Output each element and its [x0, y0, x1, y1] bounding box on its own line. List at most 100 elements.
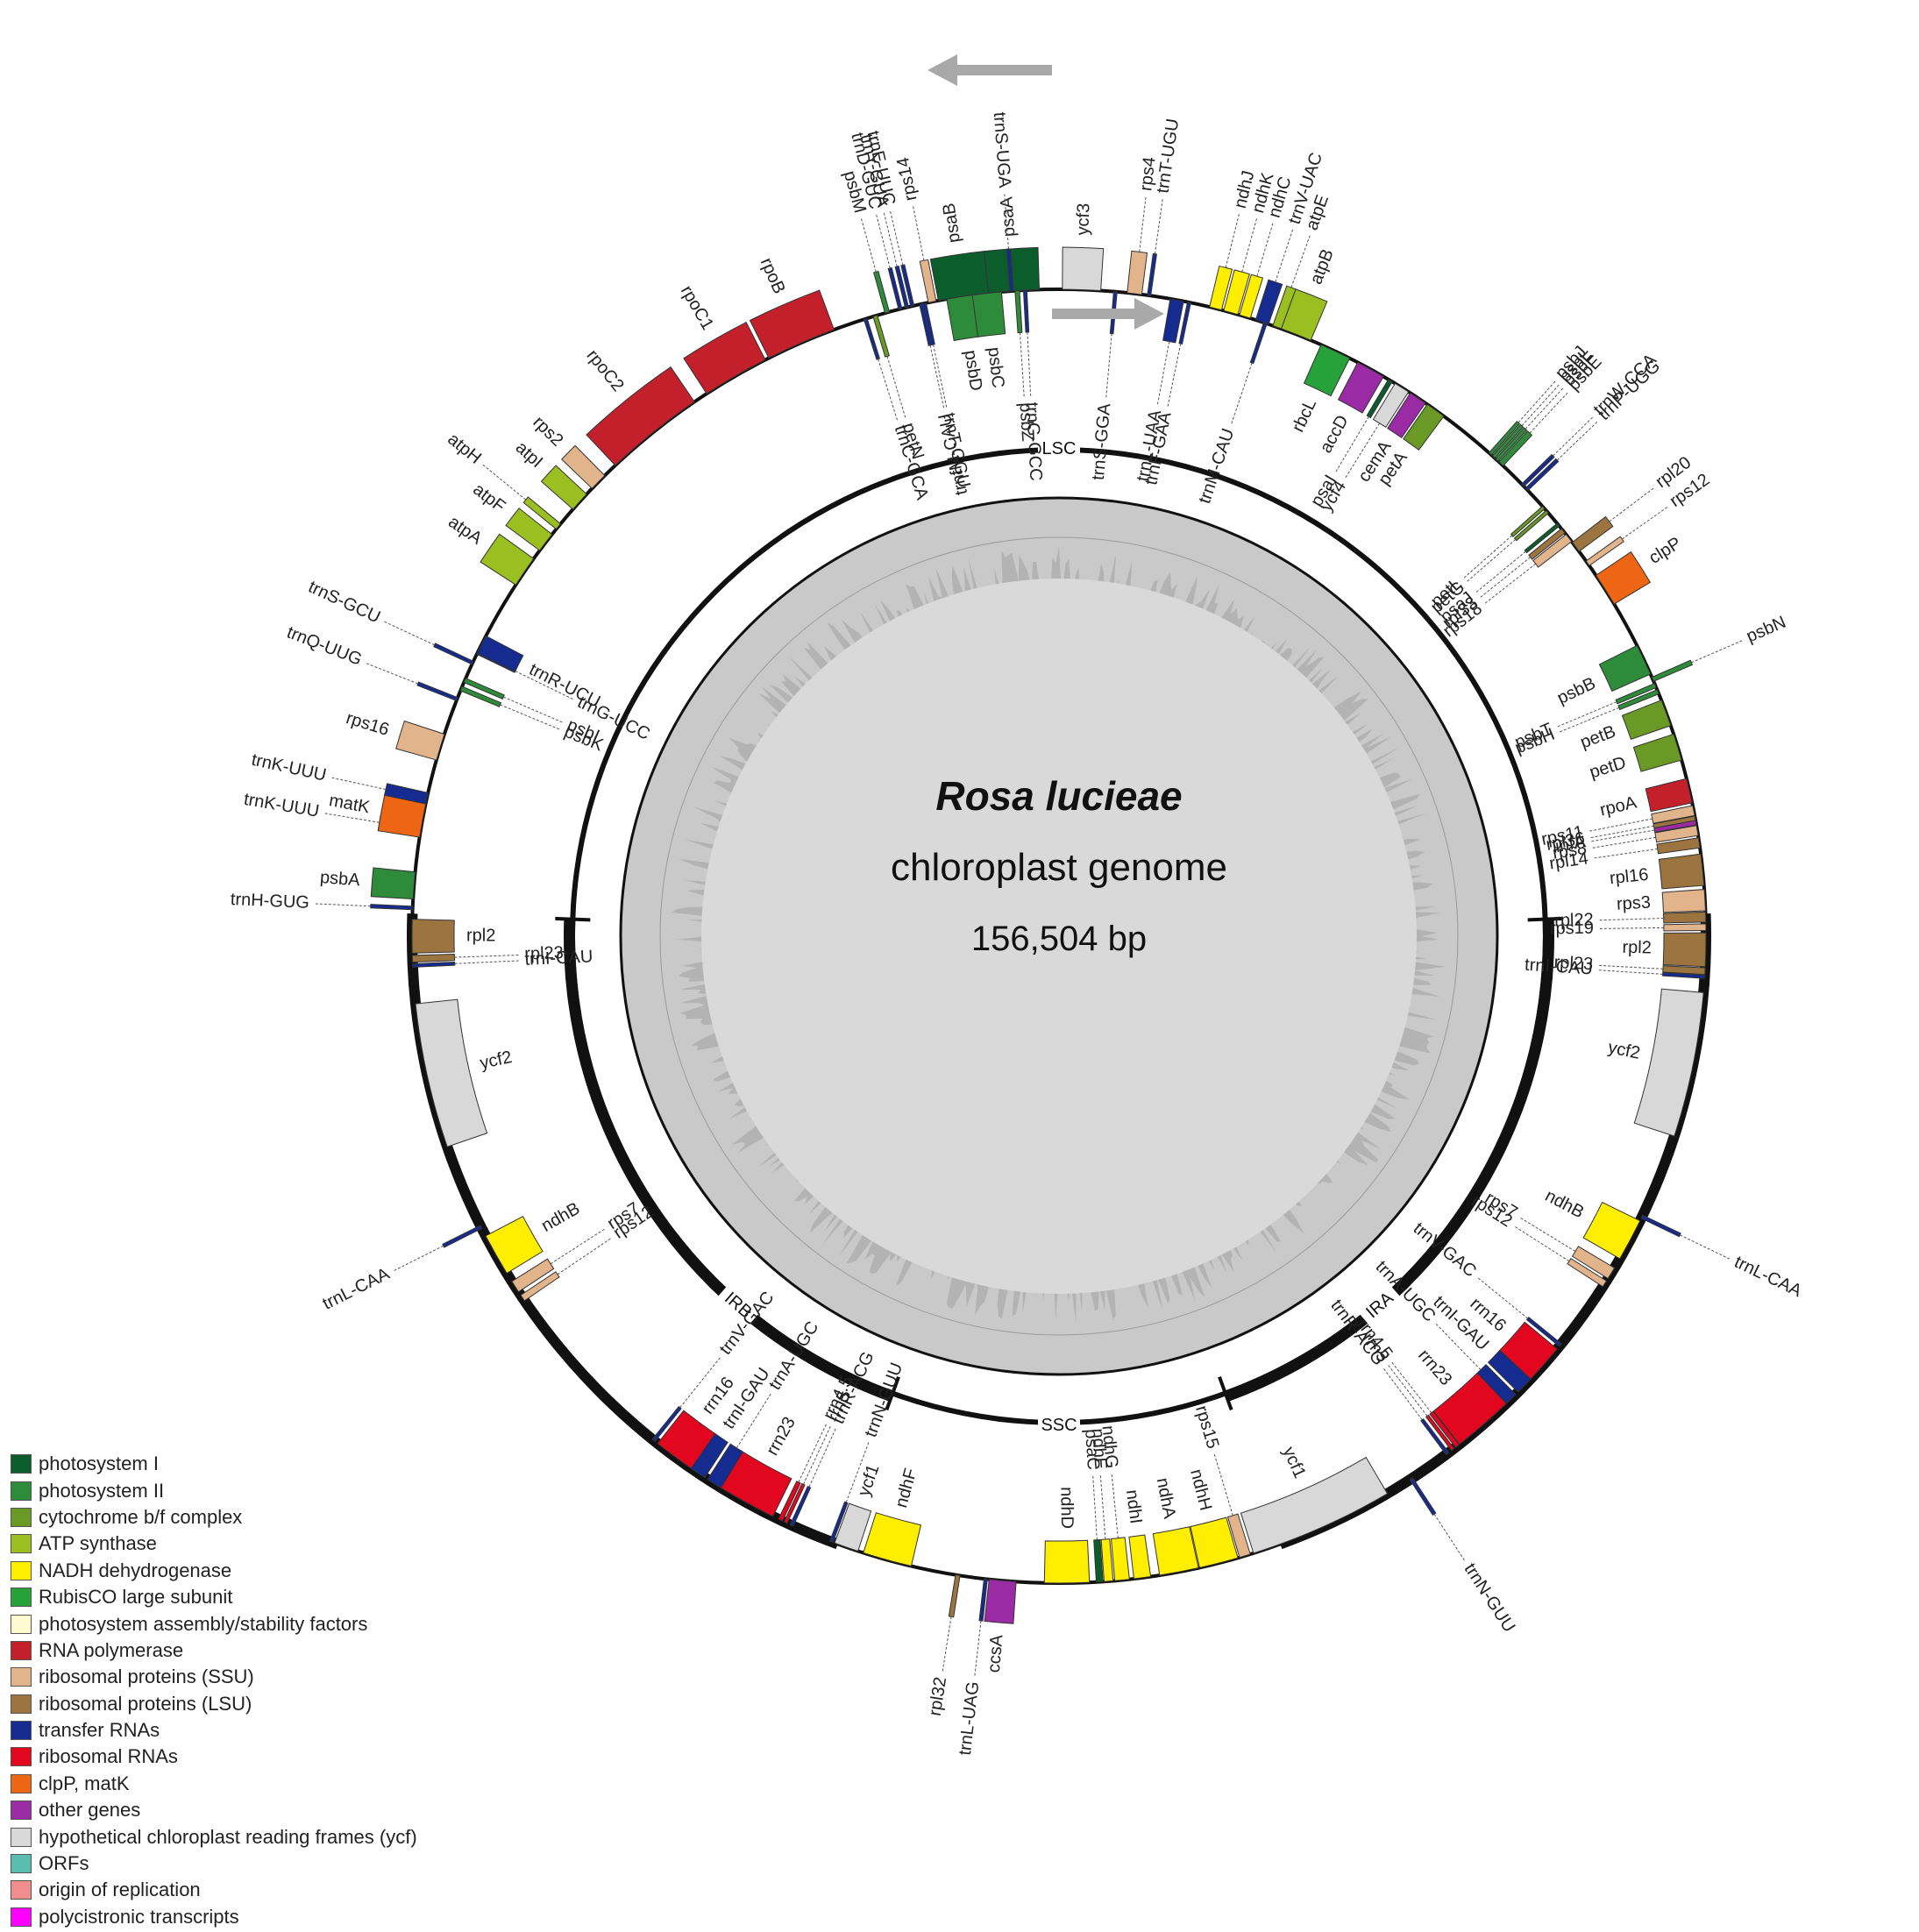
legend-item-transfer-rnas: transfer RNAs	[11, 1717, 417, 1744]
gene-trnl-uag	[978, 1578, 988, 1622]
gene-leader-line	[1382, 1367, 1423, 1421]
gene-trnv-gac	[651, 1405, 682, 1443]
gene-rpoa	[1645, 778, 1693, 813]
gene-peta	[1403, 403, 1445, 451]
gene-label-trnm-cau: trnM-CAU	[1195, 426, 1238, 506]
gene-petn	[872, 315, 890, 358]
gene-leader-line	[802, 1425, 832, 1485]
gene-label-trns-uga: trnS-UGA	[990, 111, 1014, 189]
legend-item-ribosomal-proteins-ssu: ribosomal proteins (SSU)	[11, 1664, 417, 1690]
legend-swatch	[11, 1694, 32, 1714]
gene-leader-line	[454, 960, 520, 964]
gene-label-ccsa: ccsA	[984, 1633, 1007, 1673]
gene-leader-line	[679, 1356, 721, 1409]
gene-ycf3	[1062, 246, 1105, 292]
legend-swatch	[11, 1880, 32, 1900]
gene-leader-line	[889, 210, 904, 266]
gene-rps19	[1663, 923, 1707, 932]
gene-rps11	[1651, 805, 1695, 824]
gene-leader-line	[883, 211, 898, 267]
gene-leader-line	[1691, 639, 1744, 664]
gene-leader-line	[1475, 550, 1526, 593]
gene-psbn	[1651, 659, 1694, 682]
gene-leader-line	[736, 1392, 772, 1449]
gene-leader-line	[1484, 563, 1537, 605]
legend-label: ATP synthase	[39, 1532, 157, 1555]
gene-leader-line	[942, 1616, 952, 1673]
gene-rps12	[1567, 1257, 1608, 1288]
gene-rpob	[749, 289, 835, 359]
gene-trns-uga	[1006, 248, 1014, 292]
gene-psbb	[1598, 644, 1652, 693]
gene-label-trni-cau: trnI-CAU	[1525, 955, 1594, 979]
gene-psbz	[1014, 289, 1023, 334]
gene-leader-line	[1334, 416, 1369, 473]
gene-trnr-ucu	[476, 635, 524, 672]
gene-rpl2	[1662, 932, 1707, 968]
gene-ndhe	[1100, 1538, 1114, 1582]
gene-label-rpoa: rpoA	[1598, 792, 1639, 820]
legend-swatch	[11, 1454, 32, 1474]
gene-label-petd: petD	[1588, 753, 1629, 782]
legend-label: photosystem I	[39, 1453, 159, 1475]
gene-trni-cau	[1661, 971, 1706, 979]
gene-leader-line	[500, 704, 561, 730]
legend-item-clpp-matk: clpP, matK	[11, 1771, 417, 1797]
gene-label-psac: psaC	[1081, 1428, 1103, 1470]
legend-label: cytochrome b/f complex	[39, 1505, 243, 1528]
gene-rpl14	[1656, 837, 1701, 855]
gene-ndhf	[863, 1512, 922, 1567]
legend-label: photosystem II	[39, 1479, 165, 1502]
genome-size: 156,504 bp	[971, 920, 1147, 958]
gene-trny-gua	[894, 265, 909, 309]
gene-trnp-ugg	[1525, 458, 1560, 492]
gene-leader-line	[393, 1245, 444, 1272]
gene-label-trnl-uag: trnL-UAG	[956, 1680, 983, 1756]
gene-trni-cau	[412, 961, 456, 968]
gene-label-atph: atpH	[444, 430, 485, 468]
legend-swatch	[11, 1588, 32, 1608]
legend-label: ORFs	[39, 1852, 89, 1875]
gene-trnt-ugu	[1147, 252, 1157, 297]
gene-trnn-guu	[828, 1501, 849, 1544]
gene-label-psbd: psbD	[961, 349, 986, 392]
gene-leader-line	[503, 696, 564, 723]
gene-psba	[370, 867, 416, 900]
gene-cema	[1387, 392, 1426, 439]
gene-label-atpa: atpA	[444, 512, 486, 549]
gene-leader-line	[845, 1441, 870, 1503]
gene-leader-line	[1556, 421, 1598, 461]
gene-label-rrn23: rrn23	[1414, 1346, 1455, 1389]
gene-leader-line	[1517, 380, 1556, 423]
gene-leader-line	[912, 205, 925, 261]
gene-petd	[1632, 733, 1682, 772]
gene-trnh-gug	[370, 904, 414, 911]
gene-trnv-gac	[1525, 1316, 1562, 1347]
gene-label-ndhd: ndhD	[1056, 1487, 1077, 1529]
region-boundary-tick	[885, 1376, 900, 1411]
gene-trnk-uuu	[384, 783, 429, 805]
legend-swatch	[11, 1614, 32, 1634]
legend-item-polycistronic-transcripts: polycistronic transcripts	[11, 1904, 417, 1930]
gene-rpl20	[1571, 515, 1614, 552]
gene-label-trnn-guu: trnN-GUU	[1461, 1560, 1519, 1637]
category-legend: photosystem I photosystem II cytochrome b/…	[11, 1451, 417, 1930]
gene-label-trns-gcu: trnS-GCU	[305, 578, 383, 628]
gene-label-psba: psbA	[319, 868, 361, 891]
gene-leader-line	[1589, 825, 1654, 839]
gene-rps14	[919, 259, 937, 303]
legend-item-ribosomal-proteins-lsu: ribosomal proteins (LSU)	[11, 1691, 417, 1717]
gene-label-psbn: psbN	[1744, 613, 1789, 647]
gene-leader-line	[1345, 423, 1381, 479]
gene-label-psaa: psaA	[997, 195, 1019, 238]
gene-rrn5	[783, 1482, 806, 1524]
gene-leader-line	[1139, 195, 1147, 252]
gene-rpl33	[1528, 528, 1566, 560]
gc-midline	[659, 536, 1459, 1336]
gene-label-ycf1: ycf1	[855, 1462, 884, 1499]
gene-psbt	[1615, 682, 1657, 705]
legend-label: RNA polymerase	[39, 1638, 184, 1661]
gene-trnr-acg	[789, 1485, 812, 1527]
gene-leader-line	[1156, 341, 1170, 406]
